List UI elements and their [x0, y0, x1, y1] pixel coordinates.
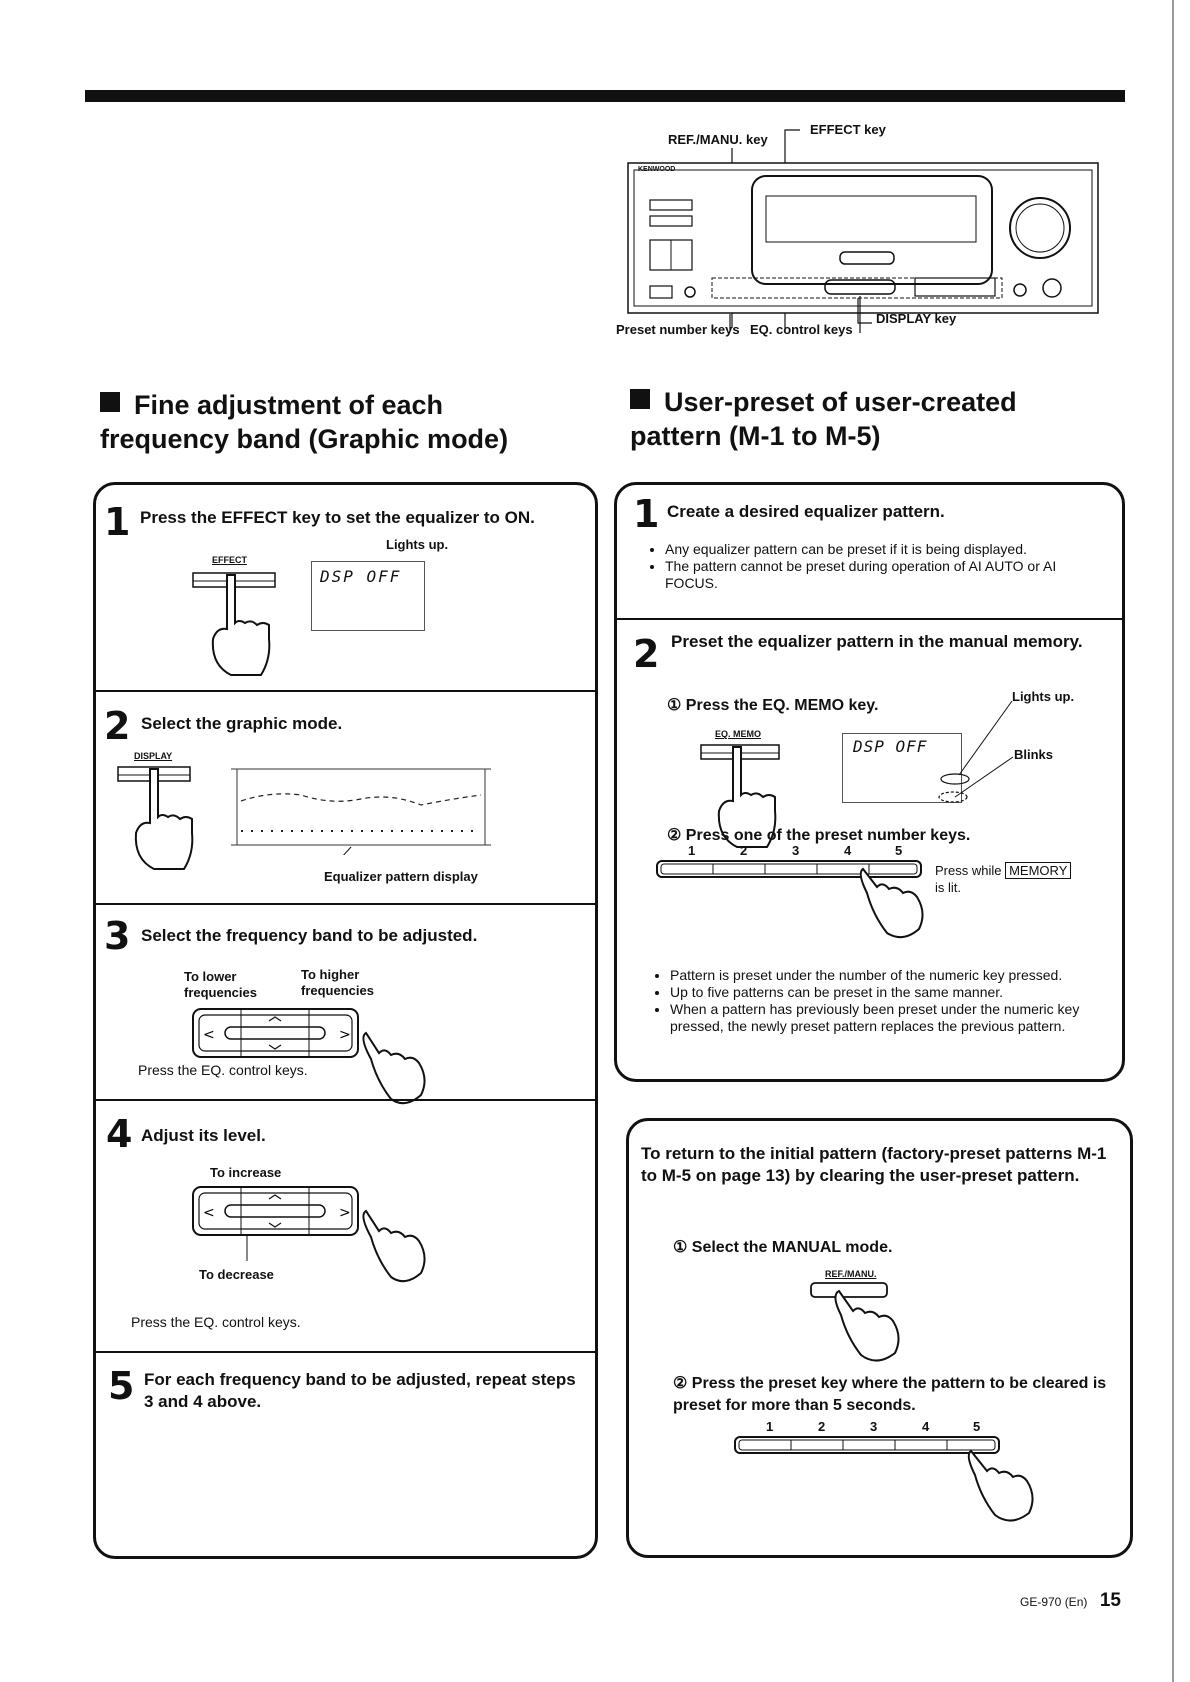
page-edge-rule [1172, 0, 1174, 1682]
effect-key-label: EFFECT [212, 555, 247, 565]
right-section-title: User-preset of user-created pattern (M-1… [630, 387, 1017, 451]
sub-step-label: ① Press the EQ. MEMO key. [667, 697, 879, 714]
ref-manu-key-label: REF./MANU. [825, 1269, 877, 1279]
preset-number-4: 4 [922, 1419, 930, 1434]
step-divider [96, 1351, 595, 1353]
model-number: GE-970 (En) [1020, 1595, 1088, 1609]
preset-number-keys-illustration [656, 860, 922, 878]
step-title: Create a desired equalizer pattern. [667, 502, 945, 521]
user-preset-steps-panel: 1 Create a desired equalizer pattern. An… [614, 482, 1125, 1082]
effect-key-press-illustration [192, 572, 276, 676]
svg-text:>: > [339, 1205, 351, 1221]
note-item: Any equalizer pattern can be preset if i… [665, 541, 1110, 558]
step-number: 3 [104, 914, 131, 958]
eq-control-keys-label: EQ. control keys [750, 322, 853, 337]
step2-notes: Pattern is preset under the number of th… [652, 967, 1110, 1035]
lights-up-label: Lights up. [386, 537, 449, 552]
step-number: 4 [106, 1112, 133, 1156]
sub-step-label: ② Press the preset key where the pattern… [673, 1375, 1107, 1414]
step-title: Adjust its level. [141, 1126, 266, 1145]
reset-pattern-panel: To return to the initial pattern (factor… [626, 1118, 1133, 1558]
eq-memo-key-press-illustration [700, 744, 780, 848]
preset-number-2: 2 [740, 843, 748, 858]
preset-keys-row: 1 2 3 4 5 [655, 843, 925, 879]
sub-step-label: ① Select the MANUAL mode. [673, 1239, 893, 1256]
blinks-label: Blinks [1014, 747, 1054, 762]
preset-number-2: 2 [818, 1419, 826, 1434]
equalizer-pattern-caption: Equalizer pattern display [324, 869, 478, 884]
page-footer: GE-970 (En) 15 [1020, 1590, 1121, 1612]
left-section-title: Fine adjustment of each frequency band (… [100, 390, 509, 454]
note-item: Up to five patterns can be preset in the… [670, 984, 1110, 1001]
dsp-display-panel [311, 561, 425, 631]
pressing-hand-icon [967, 1449, 1034, 1522]
page-number: 15 [1099, 1590, 1121, 1611]
eq-control-keys-illustration: < > [192, 1008, 426, 1105]
to-higher-frequencies-label: To higher frequencies [301, 967, 374, 998]
brand-mark: KENWOOD [638, 166, 676, 173]
preset-number-3: 3 [870, 1419, 878, 1434]
step-title: Preset the equalizer pattern in the manu… [671, 632, 1083, 651]
section-marker [630, 389, 650, 409]
ref-manu-key-press-illustration [810, 1282, 900, 1362]
step-number: 2 [633, 632, 660, 676]
dsp-display-text: DSP OFF [320, 567, 402, 586]
step-number: 1 [633, 492, 660, 536]
to-decrease-label: To decrease [199, 1267, 274, 1282]
note-item: When a pattern has previously been prese… [670, 1001, 1110, 1035]
step-title: Select the graphic mode. [141, 714, 343, 733]
preset-number-4: 4 [844, 843, 852, 858]
front-panel-diagram: REF./MANU. key EFFECT key KENWOOD DISPLA… [616, 118, 1110, 358]
svg-text:>: > [339, 1027, 351, 1043]
section-marker [100, 392, 120, 412]
preset-number-keys-illustration [734, 1436, 1000, 1454]
note-item: The pattern cannot be preset during oper… [665, 558, 1110, 592]
indicator-callout-lines [938, 700, 1014, 803]
preset-keys-row: 1 2 3 4 5 [733, 1419, 1003, 1455]
step-number: 5 [108, 1364, 135, 1408]
display-key-label: DISPLAY [134, 751, 173, 761]
reset-title: To return to the initial pattern (factor… [641, 1144, 1107, 1185]
lights-up-label: Lights up. [1012, 689, 1075, 704]
to-increase-label: To increase [210, 1165, 282, 1180]
preset-number-1: 1 [766, 1419, 774, 1434]
top-rule [85, 90, 1125, 102]
effect-key-label: EFFECT key [810, 122, 886, 137]
step-divider [96, 690, 595, 692]
preset-number-5: 5 [973, 1419, 981, 1434]
svg-text:<: < [203, 1205, 215, 1221]
preset-number-5: 5 [895, 843, 903, 858]
dsp-display-panel [842, 733, 962, 803]
ref-manu-key-label: REF./MANU. key [668, 132, 768, 147]
eq-memo-key-label: EQ. MEMO [715, 729, 762, 739]
eq-control-note: Press the EQ. control keys. [138, 1062, 308, 1078]
eq-level-keys-illustration: < > [192, 1186, 426, 1283]
preset-number-1: 1 [688, 843, 696, 858]
preset-number-keys-label: Preset number keys [616, 322, 740, 337]
dsp-display-text: DSP OFF [853, 737, 928, 756]
step-title: For each frequency band to be adjusted, … [144, 1370, 576, 1411]
step-number: 1 [104, 500, 131, 544]
display-key-label: DISPLAY key [876, 311, 957, 326]
step-divider [96, 903, 595, 905]
step-title: Press the EFFECT key to set the equalize… [140, 508, 535, 527]
step-number: 2 [104, 704, 131, 748]
preset-number-3: 3 [792, 843, 800, 858]
step-title: Select the frequency band to be adjusted… [141, 926, 478, 945]
pressing-hand-icon [859, 867, 924, 939]
graphic-mode-steps-panel: 1 Press the EFFECT key to set the equali… [93, 482, 598, 1559]
step-divider [617, 618, 1122, 620]
step1-notes: Any equalizer pattern can be preset if i… [647, 541, 1110, 592]
sub-step-label: ② Press one of the preset number keys. [667, 827, 971, 844]
note-item: Pattern is preset under the number of th… [670, 967, 1110, 984]
equalizer-pattern-display [231, 768, 491, 855]
display-key-press-illustration [117, 766, 194, 870]
svg-text:<: < [203, 1027, 215, 1043]
press-while-label: Press while MEMORY is lit. [935, 862, 1072, 896]
eq-control-note: Press the EQ. control keys. [131, 1314, 301, 1330]
step-divider [96, 1099, 595, 1101]
to-lower-frequencies-label: To lower frequencies [184, 969, 257, 1000]
memory-indicator: MEMORY [1005, 862, 1072, 879]
receiver-illustration [627, 129, 1099, 333]
